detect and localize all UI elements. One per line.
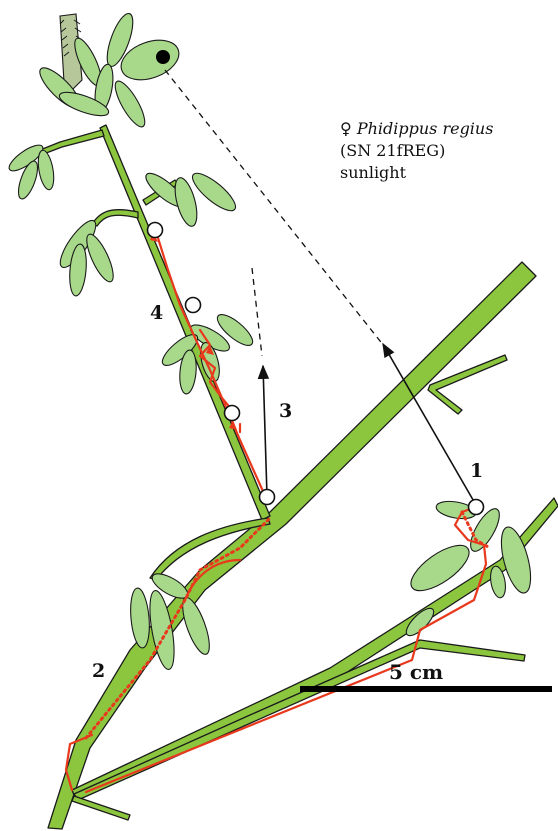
- upper-branch-mid: [92, 210, 138, 226]
- species-name: Phidippus regius: [357, 119, 494, 138]
- female-symbol: ♀: [340, 119, 352, 138]
- specimen-id: (SN 21fREG): [340, 140, 493, 162]
- position-node: [469, 500, 484, 515]
- specimen-info: ♀ Phidippus regius (SN 21fREG) sunlight: [340, 118, 493, 184]
- sightline-short: [252, 268, 262, 356]
- scale-bar: [300, 686, 552, 692]
- bottom-branch: [72, 796, 130, 820]
- step-label-4: 4: [150, 302, 163, 324]
- position-node: [148, 223, 163, 238]
- scale-bar-label: 5 cm: [389, 660, 443, 684]
- position-node: [186, 298, 201, 313]
- light-condition: sunlight: [340, 162, 493, 184]
- upper-branch-left: [40, 130, 104, 155]
- upper-leaf-cluster: [35, 11, 185, 131]
- step-label-3: 3: [279, 400, 292, 422]
- target-prey-dot: [156, 50, 170, 64]
- jump-arrow-3: [263, 366, 267, 496]
- position-node: [225, 406, 240, 421]
- right-leaf-cluster: [402, 499, 536, 640]
- mid-left-leaf-cluster: [55, 216, 119, 297]
- position-node: [260, 490, 275, 505]
- step-label-2: 2: [92, 660, 105, 682]
- step-label-1: 1: [470, 460, 483, 482]
